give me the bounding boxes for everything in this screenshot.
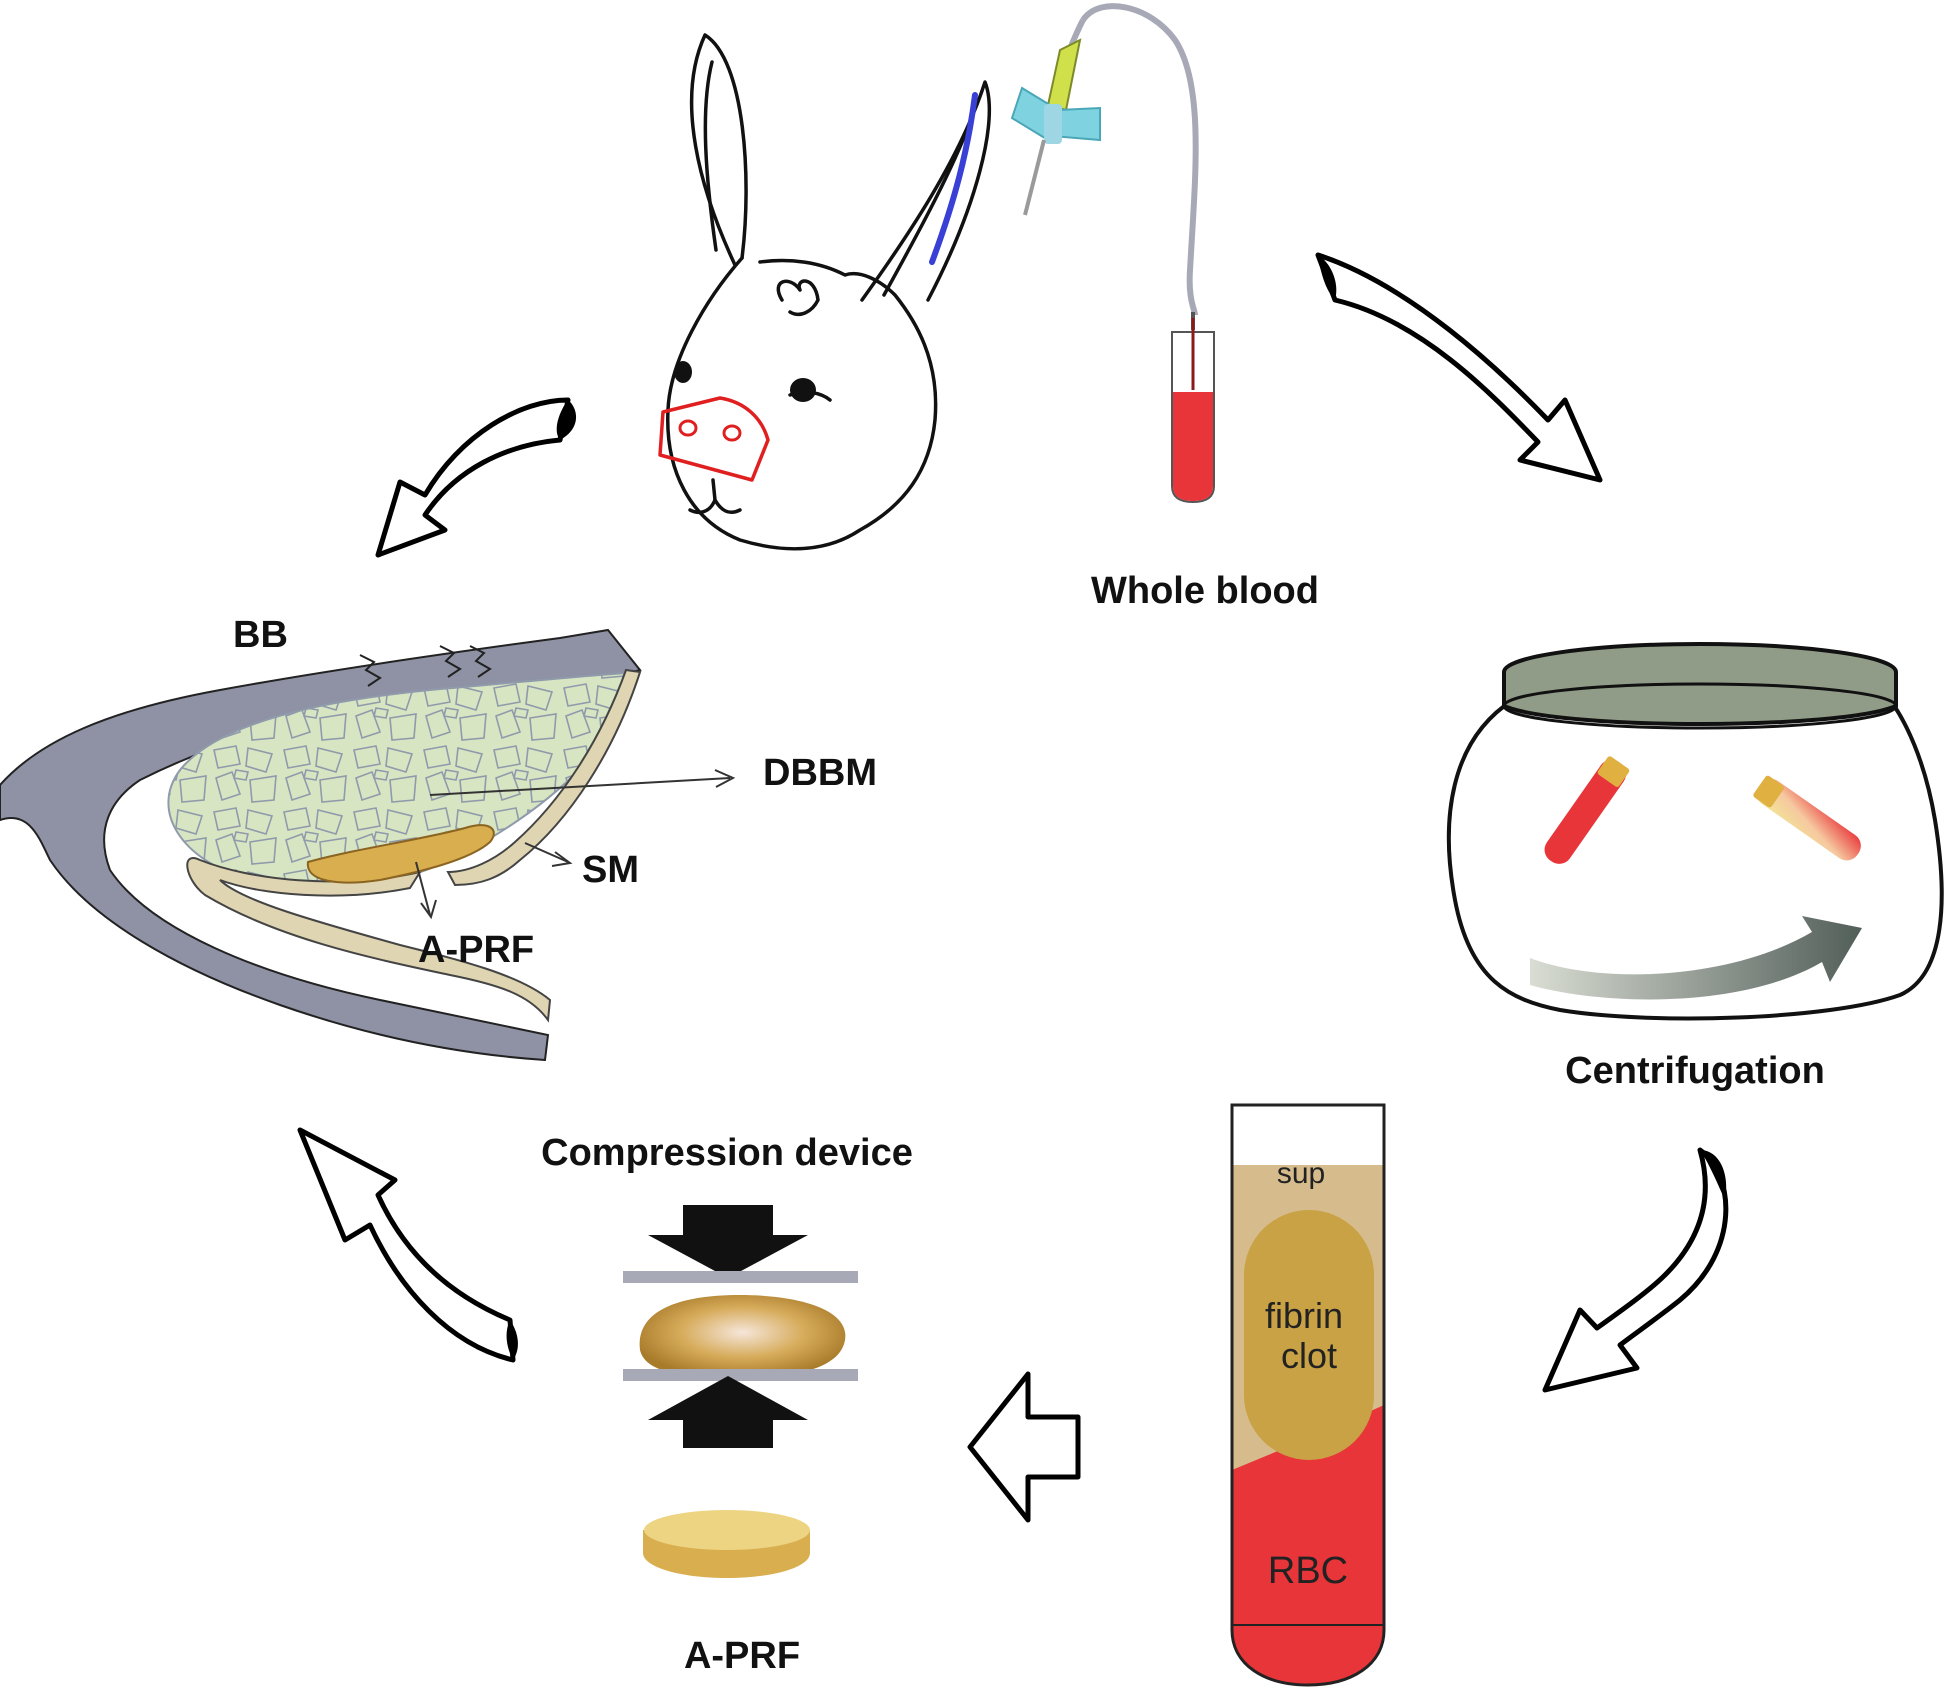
lower-plate bbox=[623, 1369, 858, 1381]
aprf-in-sinus bbox=[306, 824, 495, 884]
upper-plate bbox=[623, 1271, 858, 1283]
whole-blood-tube-icon bbox=[1171, 318, 1215, 504]
compression-arrow-icon bbox=[648, 1205, 808, 1278]
compression-device-icon bbox=[623, 1205, 858, 1448]
rabbit-illustration bbox=[658, 33, 992, 551]
centrifuge-jar-icon bbox=[1446, 642, 1944, 1021]
fibrin-clot-shape bbox=[1244, 1210, 1374, 1460]
tube-fibrin-clot-label: fibrin clot bbox=[1265, 1295, 1353, 1376]
whole-blood-label: Whole blood bbox=[1091, 570, 1319, 612]
curved-arrow-icon bbox=[1315, 252, 1603, 483]
layered-tube-icon: sup fibrin clot RBC bbox=[1230, 1103, 1386, 1687]
membrane-lower bbox=[186, 857, 552, 1023]
curved-arrow-icon bbox=[1542, 1147, 1729, 1393]
block-arrow-icon bbox=[967, 1371, 1081, 1523]
sinus-cross-section bbox=[0, 628, 642, 1062]
rabbit-eye bbox=[790, 378, 816, 402]
tube-sup-label: sup bbox=[1277, 1157, 1325, 1190]
schneiderian-membrane bbox=[446, 668, 642, 887]
aprf-sinus-label: A-PRF bbox=[418, 929, 534, 971]
bb-label: BB bbox=[233, 614, 288, 656]
aprf-bottom-label: A-PRF bbox=[684, 1635, 800, 1677]
aprf-disc-icon bbox=[643, 1510, 810, 1578]
compression-arrow-up-icon bbox=[648, 1376, 808, 1448]
compression-device-label: Compression device bbox=[541, 1132, 913, 1174]
nasal-window-outline bbox=[658, 396, 770, 482]
centrifuge-tube-left bbox=[1544, 756, 1630, 864]
ear-vein bbox=[929, 92, 978, 265]
curved-arrow-icon bbox=[297, 1127, 518, 1363]
dbbm-label: DBBM bbox=[763, 752, 877, 794]
curved-arrow-icon bbox=[375, 397, 577, 558]
rabbit-eye-far bbox=[674, 361, 692, 383]
prf-clump bbox=[639, 1295, 846, 1378]
fibrin-clot-text-line2: clot bbox=[1281, 1335, 1337, 1376]
bone-wall bbox=[0, 628, 642, 1062]
tube-rbc-label: RBC bbox=[1268, 1550, 1348, 1592]
centrifugation-label: Centrifugation bbox=[1565, 1050, 1825, 1092]
sm-label: SM bbox=[582, 849, 639, 891]
fibrin-clot-text: fibrin bbox=[1265, 1295, 1343, 1336]
butterfly-needle-icon bbox=[1010, 3, 1199, 330]
rotation-arrow bbox=[1530, 916, 1862, 1000]
centrifuge-tube-right bbox=[1753, 775, 1861, 861]
